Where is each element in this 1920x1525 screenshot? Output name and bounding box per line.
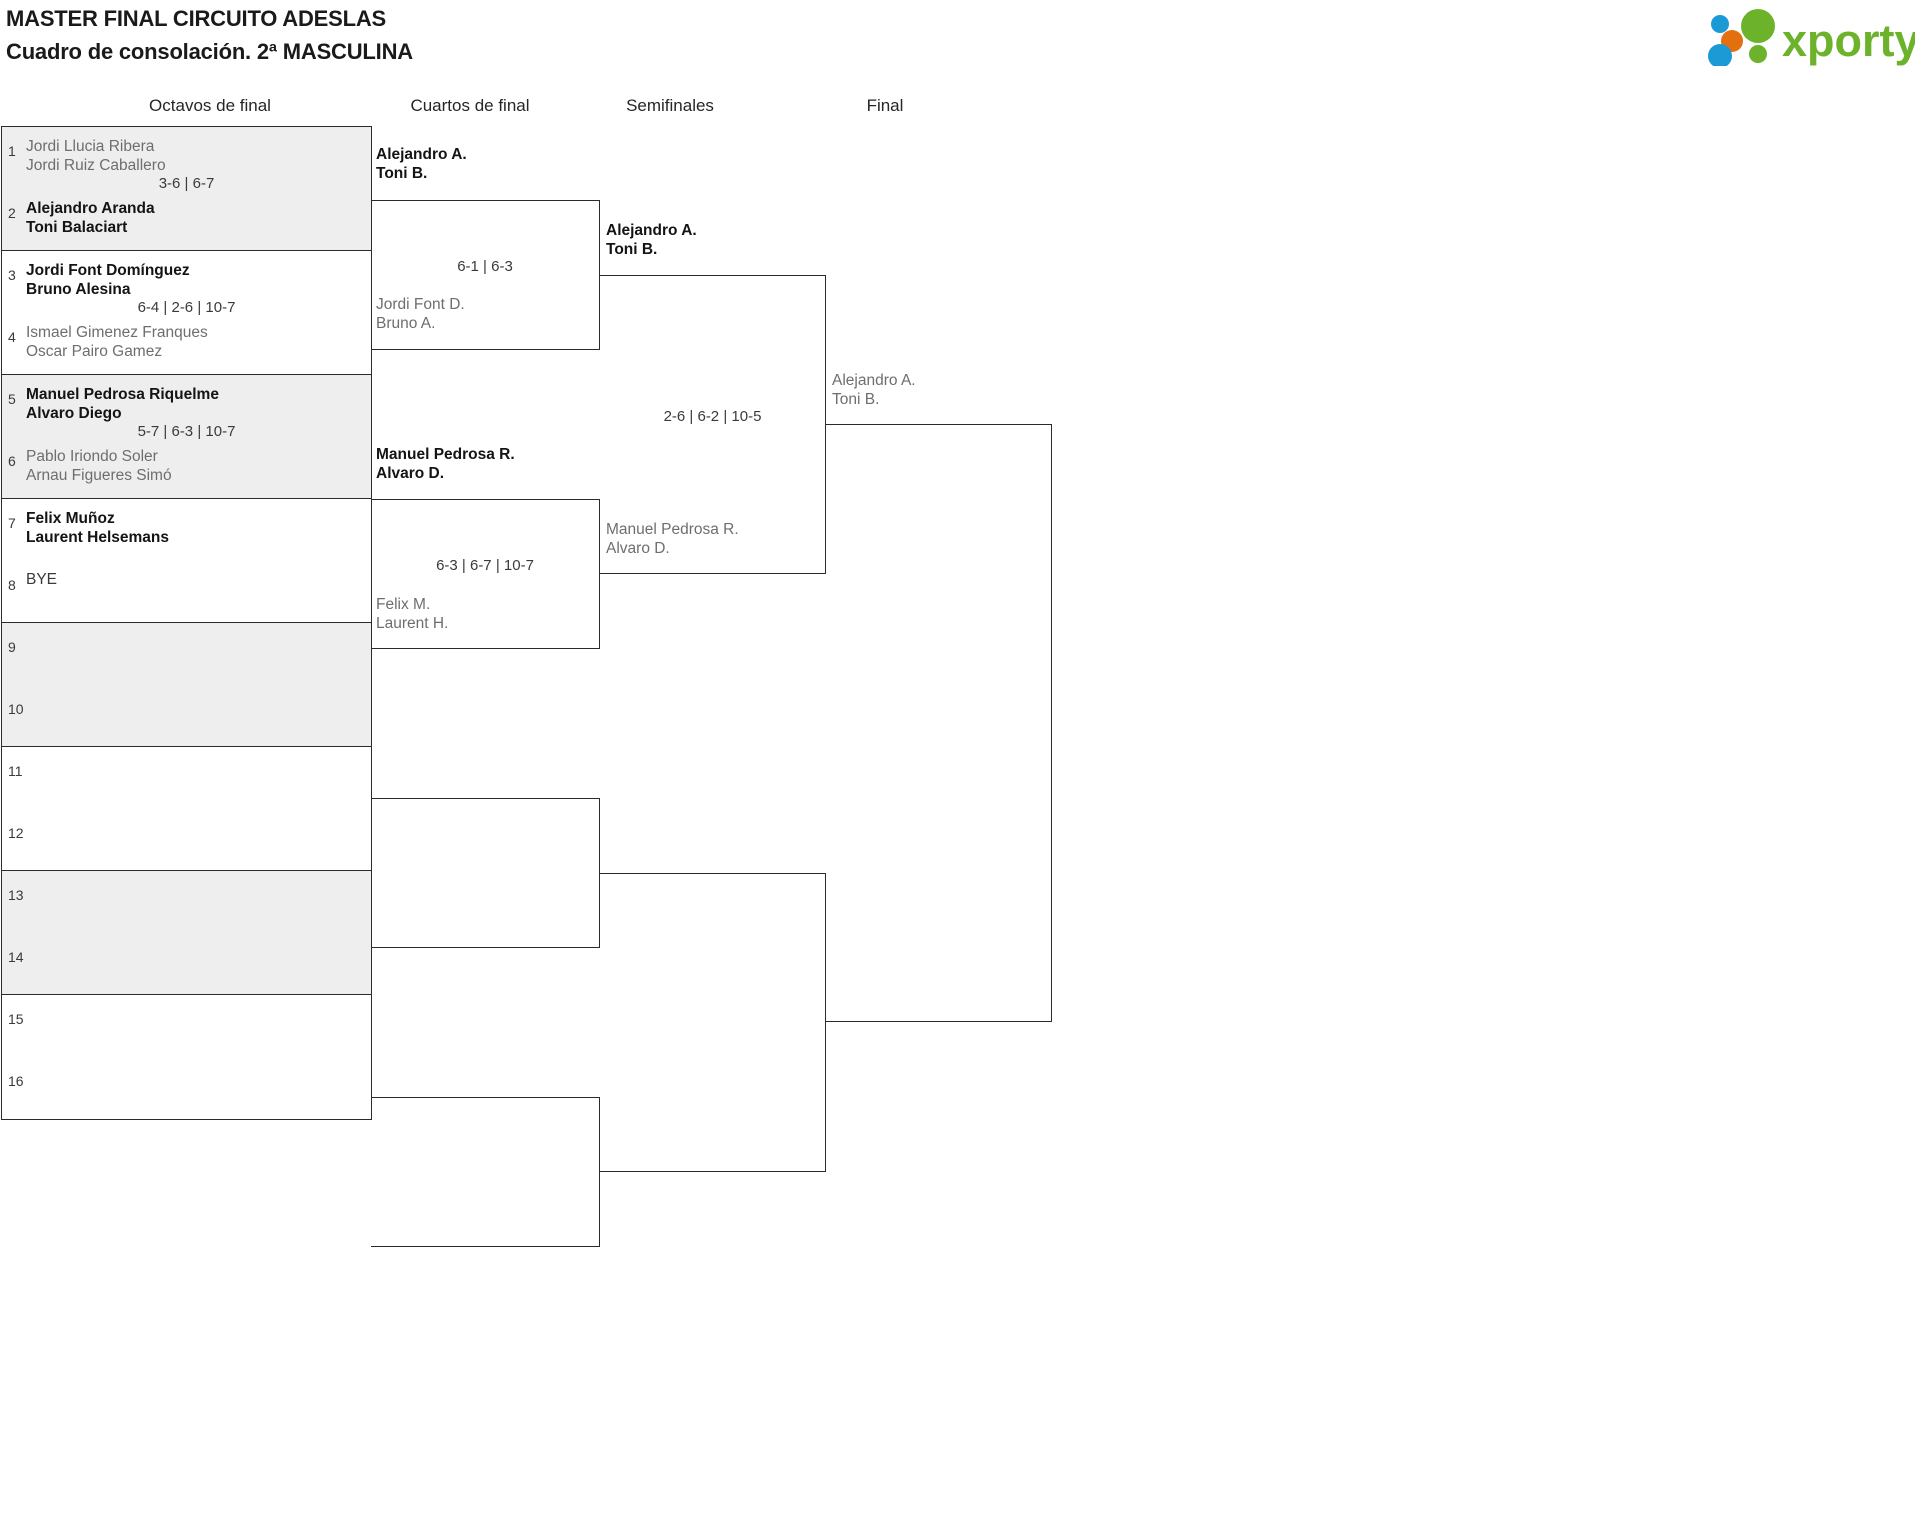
final-connector — [826, 424, 1052, 1022]
sf-team-1-bottom: Manuel Pedrosa R.Alvaro D. — [606, 521, 739, 557]
seed-number: 12 — [8, 825, 24, 841]
qf-connector-3 — [371, 798, 600, 948]
seed-number: 6 — [8, 453, 16, 469]
logo-dot-blue-large — [1708, 44, 1732, 66]
seed-number: 2 — [8, 205, 16, 221]
seed-number: 10 — [8, 701, 24, 717]
match-score: 6-3 | 6-7 | 10-7 — [436, 557, 534, 574]
sf-connector-1: 2-6 | 6-2 | 10-5 — [600, 275, 826, 574]
logo-dot-green-small — [1749, 45, 1767, 63]
sf-connector-2 — [600, 873, 826, 1172]
bracket-subtitle: Cuadro de consolación. 2ª MASCULINA — [6, 39, 413, 64]
seed-number: 1 — [8, 143, 16, 159]
logo-dot-blue-small — [1711, 15, 1729, 33]
seed-number: 13 — [8, 887, 24, 903]
match-score: 2-6 | 6-2 | 10-5 — [663, 408, 762, 425]
r16-match-7[interactable]: 13 14 — [2, 871, 371, 995]
logo-wordmark: xporty — [1782, 15, 1915, 66]
round-header-cuartos: Cuartos de final — [410, 96, 530, 115]
match-score: 5-7 | 6-3 | 10-7 — [137, 423, 236, 440]
match-score: 3-6 | 6-7 — [158, 175, 215, 192]
page-title: MASTER FINAL CIRCUITO ADESLAS Cuadro de … — [6, 2, 1106, 68]
seed-number: 5 — [8, 391, 16, 407]
r16-match-6[interactable]: 11 12 — [2, 747, 371, 871]
seed-number: 4 — [8, 329, 16, 345]
seed-number: 3 — [8, 267, 16, 283]
bye-label: BYE — [26, 571, 58, 588]
qf-connector-2: 6-3 | 6-7 | 10-7 — [371, 499, 600, 649]
match-score: 6-4 | 2-6 | 10-7 — [137, 299, 236, 316]
logo-dot-green-large — [1741, 9, 1775, 43]
round-header-octavos: Octavos de final — [149, 96, 271, 115]
qf-connector-1: 6-1 | 6-3 — [371, 200, 600, 350]
champion-label: Alejandro A.Toni B. — [832, 372, 916, 408]
r16-match-8[interactable]: 15 16 — [2, 995, 371, 1119]
seed-number: 14 — [8, 949, 24, 965]
seed-number: 7 — [8, 515, 16, 531]
round-header-final: Final — [866, 96, 904, 115]
seed-number: 8 — [8, 577, 16, 593]
round-header-semifinales: Semifinales — [626, 96, 714, 115]
tournament-name: MASTER FINAL CIRCUITO ADESLAS — [6, 6, 387, 31]
r16-match-5[interactable]: 9 10 — [2, 623, 371, 747]
xporty-logo[interactable]: xporty — [1703, 8, 1915, 66]
qf-team-1-top: Alejandro A.Toni B. — [376, 146, 467, 182]
sf-team-1-top: Alejandro A.Toni B. — [606, 222, 697, 258]
seed-number: 16 — [8, 1073, 24, 1089]
qf-team-2-top: Manuel Pedrosa R.Alvaro D. — [376, 446, 515, 482]
qf-team-2-bottom: Felix M.Laurent H. — [376, 596, 449, 632]
seed-number: 11 — [8, 763, 23, 779]
qf-team-1-bottom: Jordi Font D.Bruno A. — [376, 296, 465, 332]
seed-number: 9 — [8, 639, 16, 655]
seed-number: 15 — [8, 1011, 24, 1027]
qf-connector-4 — [371, 1097, 600, 1247]
match-score: 6-1 | 6-3 — [457, 258, 513, 275]
